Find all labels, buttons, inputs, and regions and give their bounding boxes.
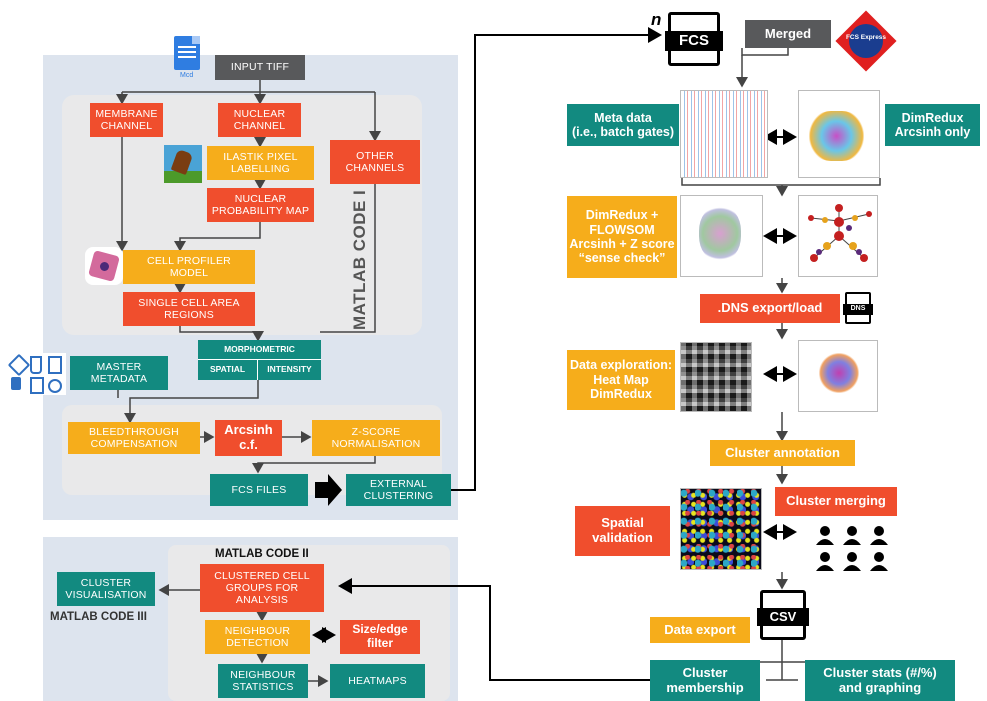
cell-profiler-box: CELL PROFILER MODEL	[123, 250, 255, 284]
matlab-code-1-label: MATLAB CODE I	[350, 189, 369, 330]
flowsom-tree-plot	[798, 195, 878, 277]
fcs-icon-label: FCS	[665, 31, 723, 51]
nuclear-probability-box: NUCLEAR PROBABILITY MAP	[207, 188, 314, 222]
membrane-channel-box: MEMBRANE CHANNEL	[90, 103, 163, 137]
big-arrow	[315, 474, 342, 506]
spatial-box: SPATIAL	[198, 360, 258, 380]
csv-file-icon: CSV	[757, 590, 809, 640]
fcs-file-icon: FCS	[665, 12, 723, 66]
bottle-icon	[11, 377, 21, 390]
dimredux-exploration-plot	[798, 340, 878, 412]
matlab-code-2-label: MATLAB CODE II	[215, 548, 309, 560]
test-tube-icon	[30, 356, 42, 374]
dimredux-arcsinh-box: DimRedux Arcsinh only	[885, 104, 980, 146]
cluster-visualisation-box: CLUSTER VISUALISATION	[57, 572, 155, 606]
dns-export-box: .DNS export/load	[700, 294, 840, 323]
cluster-merging-box: Cluster merging	[775, 487, 897, 516]
fcs-files-box: FCS FILES	[210, 474, 308, 506]
cluster-annotation-box: Cluster annotation	[710, 440, 855, 466]
people-icons	[810, 523, 900, 573]
external-clustering-box: EXTERNAL CLUSTERING	[346, 474, 451, 506]
clustered-cell-groups-box: CLUSTERED CELL GROUPS FOR ANALYSIS	[200, 564, 324, 612]
bleedthrough-box: BLEEDTHROUGH COMPENSATION	[68, 422, 200, 454]
n-label: n	[651, 10, 662, 29]
data-export-box: Data export	[650, 617, 750, 643]
cluster-stats-box: Cluster stats (#/%) and graphing	[805, 660, 955, 701]
merged-box: Merged	[745, 20, 831, 48]
input-tiff-box: INPUT TIFF	[215, 55, 305, 80]
cellprofiler-icon	[85, 247, 123, 285]
ilastik-labelling-box: ILASTIK PIXEL LABELLING	[207, 146, 314, 180]
intensity-box: INTENSITY	[258, 360, 321, 380]
spatial-validation-box: Spatial validation	[575, 506, 670, 556]
dns-icon-label: DNS	[843, 304, 873, 315]
single-cell-area-box: SINGLE CELL AREA REGIONS	[123, 292, 255, 326]
size-edge-filter-box: Size/edge filter	[340, 620, 420, 654]
pipette-icon	[7, 353, 31, 377]
dimredux-flowsom-box: DimRedux + FLOWSOM Arcsinh + Z score “se…	[567, 196, 677, 278]
sheet-icon	[30, 377, 44, 394]
link-icon	[48, 379, 62, 393]
mcd-label: Mcd	[180, 72, 194, 79]
cluster-membership-box: Cluster membership	[650, 660, 760, 701]
fcs-express-logo: FCS Express	[835, 8, 897, 72]
ilastik-icon	[164, 145, 202, 183]
master-metadata-box: MASTER METADATA	[70, 356, 168, 390]
meta-data-plot	[680, 90, 768, 178]
morphometric-box: MORPHOMETRIC	[198, 340, 321, 360]
document-icon	[48, 356, 62, 374]
mcd-file-icon	[174, 36, 200, 70]
lab-equipment-icons	[6, 353, 66, 395]
csv-icon-label: CSV	[757, 608, 809, 626]
dimredux-arcsinh-plot	[798, 90, 880, 178]
spatial-validation-image	[680, 488, 762, 570]
nuclear-channel-box: NUCLEAR CHANNEL	[218, 103, 301, 137]
other-channels-box: OTHER CHANNELS	[330, 140, 420, 184]
matlab-code-3-label: MATLAB CODE III	[50, 611, 147, 623]
arcsinh-box: Arcsinh c.f.	[215, 420, 282, 456]
meta-data-box: Meta data (i.e., batch gates)	[567, 104, 679, 146]
data-exploration-box: Data exploration: Heat Map DimRedux	[567, 350, 675, 410]
neighbour-statistics-box: NEIGHBOUR STATISTICS	[218, 664, 308, 698]
dns-file-icon: DNS	[843, 292, 873, 324]
fcs-express-text: FCS Express	[845, 34, 887, 41]
heatmaps-box: HEATMAPS	[330, 664, 425, 698]
heat-map-plot	[680, 342, 752, 412]
neighbour-detection-box: NEIGHBOUR DETECTION	[205, 620, 310, 654]
zscore-box: Z-SCORE NORMALISATION	[312, 420, 440, 456]
flowsom-umap-plot	[680, 195, 763, 277]
